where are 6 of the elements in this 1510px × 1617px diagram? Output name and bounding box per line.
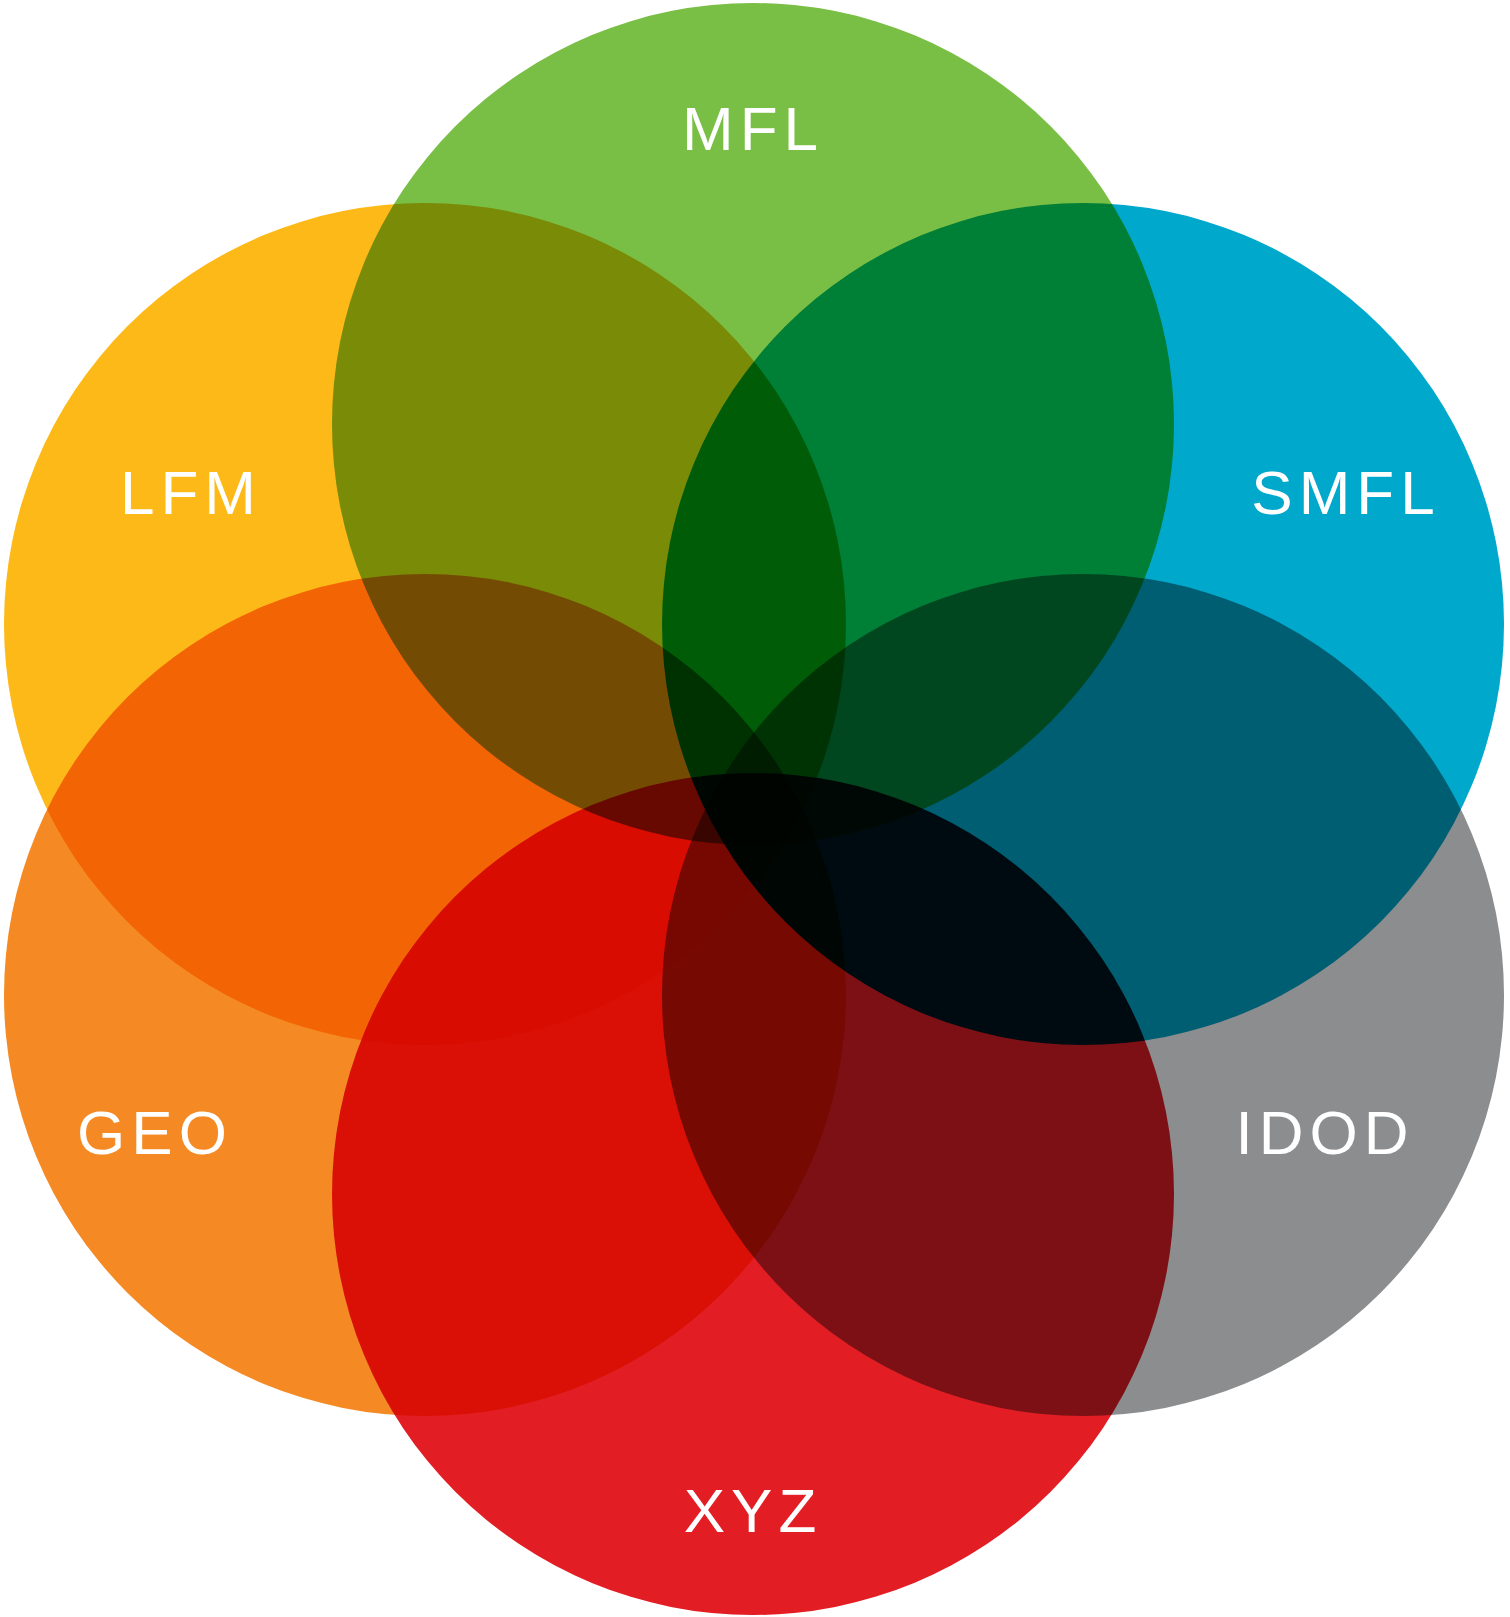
circle-label: GEO <box>77 1102 233 1164</box>
circle-label: MFL <box>682 98 824 160</box>
circle-label: XYZ <box>683 1480 823 1542</box>
circle-label: LFM <box>120 462 262 524</box>
circle-label: SMFL <box>1251 462 1441 524</box>
circle-label: IDOD <box>1235 1102 1415 1164</box>
